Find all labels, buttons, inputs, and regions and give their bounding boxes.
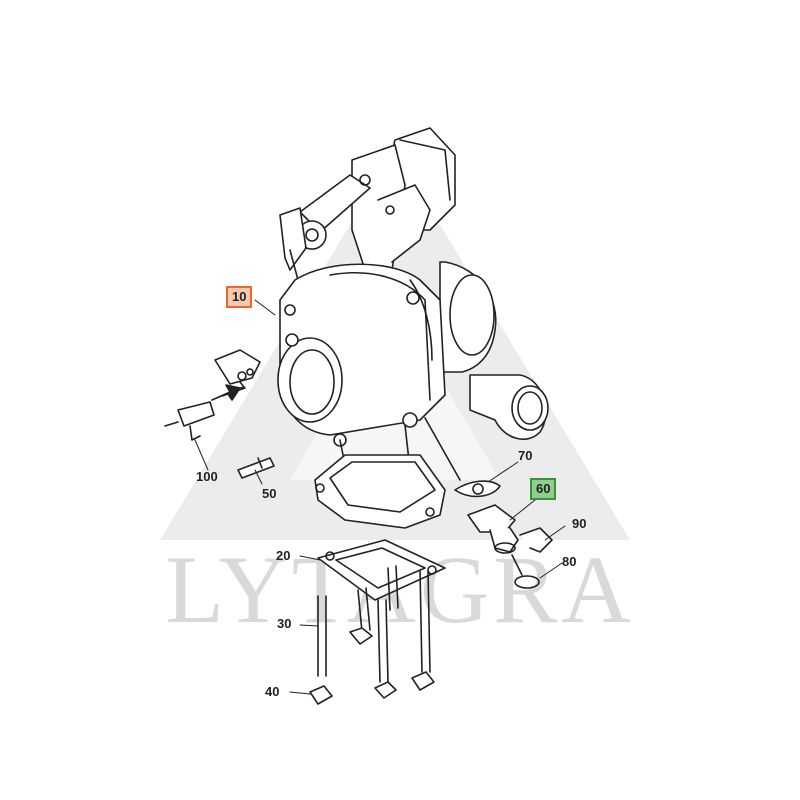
callout-10[interactable]: 10 bbox=[226, 286, 253, 308]
actuator-assembly bbox=[279, 127, 456, 289]
outlet-flange bbox=[314, 454, 446, 529]
pointer-arrow bbox=[211, 384, 241, 401]
leader-lines bbox=[194, 299, 566, 695]
callout-50[interactable]: 50 bbox=[262, 486, 277, 501]
callout-80[interactable]: 80 bbox=[562, 554, 577, 569]
sensor-100 bbox=[164, 349, 261, 441]
callout-60[interactable]: 60 bbox=[530, 478, 557, 500]
callout-70[interactable]: 70 bbox=[518, 448, 533, 463]
callout-100[interactable]: 100 bbox=[196, 469, 218, 484]
lower-gasket-and-studs bbox=[309, 539, 446, 705]
callout-90[interactable]: 90 bbox=[572, 516, 587, 531]
callout-40[interactable]: 40 bbox=[265, 684, 280, 699]
stud-50 bbox=[237, 457, 275, 479]
callout-20[interactable]: 20 bbox=[276, 548, 291, 563]
oil-fitting-group bbox=[424, 417, 553, 589]
callout-30[interactable]: 30 bbox=[277, 616, 292, 631]
turbocharger-body bbox=[277, 261, 549, 493]
